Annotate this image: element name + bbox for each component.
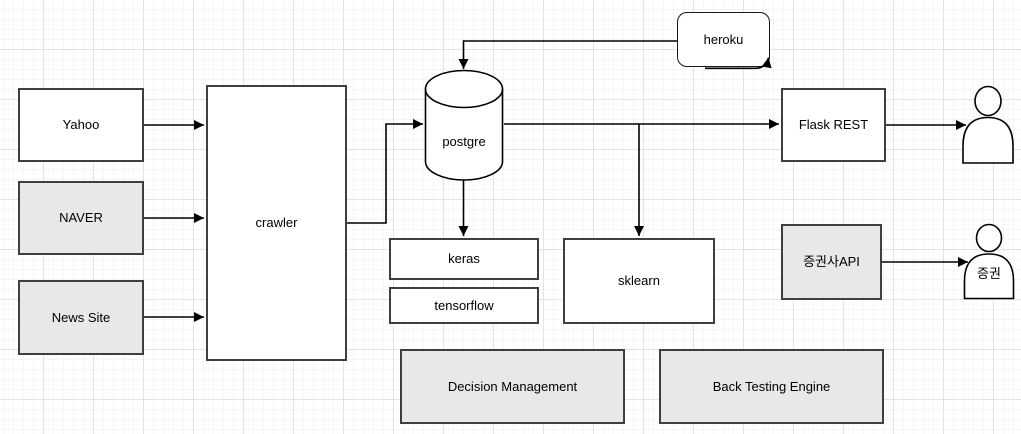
node-yahoo[interactable]: Yahoo [18, 88, 144, 162]
node-naver-label: NAVER [59, 210, 103, 226]
end-user-head [974, 85, 1002, 117]
edge-crawler-postgre[interactable] [347, 119, 423, 224]
node-heroku-label: heroku [703, 31, 744, 47]
postgre-cylinder-shape[interactable] [424, 69, 504, 181]
node-news-site-label: News Site [51, 309, 111, 325]
node-securities-api-label: 증권사API [803, 254, 860, 270]
node-crawler-label: crawler [255, 215, 298, 231]
node-sklearn-label: sklearn [618, 273, 660, 289]
node-heroku[interactable]: heroku [677, 12, 770, 67]
securities-user-actor-icon[interactable] [963, 223, 1015, 300]
node-postgre-label: postgre [442, 134, 486, 149]
postgre-cylinder-rim [424, 88, 504, 109]
node-tensorflow-label: tensorflow [434, 297, 494, 313]
securities-user-label: 증권 [977, 266, 1001, 281]
node-flask-rest[interactable]: Flask REST [781, 88, 886, 162]
node-yahoo-label: Yahoo [62, 117, 100, 133]
node-tensorflow[interactable]: tensorflow [389, 287, 539, 324]
node-naver[interactable]: NAVER [18, 181, 144, 255]
node-back-testing-engine-label: Back Testing Engine [712, 378, 831, 394]
securities-user-head [975, 223, 1003, 253]
node-news-site[interactable]: News Site [18, 280, 144, 355]
node-crawler[interactable]: crawler [206, 85, 347, 361]
end-user-actor-icon[interactable] [962, 85, 1014, 164]
node-flask-rest-label: Flask REST [798, 117, 869, 133]
node-sklearn[interactable]: sklearn [563, 238, 715, 324]
edge-heroku-postgre[interactable] [458, 40, 678, 69]
node-securities-api[interactable]: 증권사API [781, 224, 882, 300]
node-decision-management-label: Decision Management [447, 378, 578, 394]
node-back-testing-engine[interactable]: Back Testing Engine [659, 349, 884, 424]
node-keras[interactable]: keras [389, 238, 539, 280]
end-user-body [962, 116, 1014, 164]
node-postgre[interactable] [424, 69, 504, 181]
node-decision-management[interactable]: Decision Management [400, 349, 625, 424]
node-keras-label: keras [448, 251, 480, 267]
